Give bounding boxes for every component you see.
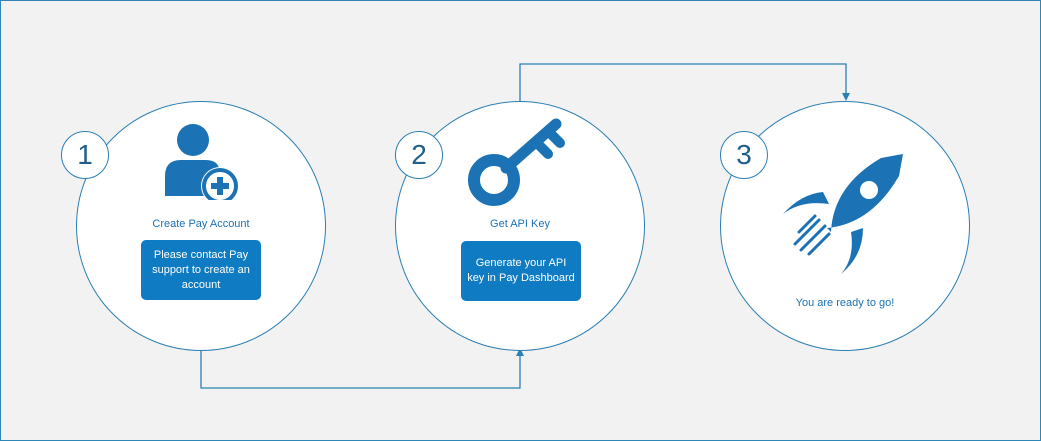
- step-2-description: Generate your API key in Pay Dashboard: [461, 241, 581, 301]
- step-3-badge: 3: [720, 131, 768, 179]
- step-2-badge: 2: [395, 131, 443, 179]
- step-1-circle: Create Pay Account Please contact Pay su…: [76, 101, 326, 351]
- step-3-title: You are ready to go!: [795, 297, 895, 309]
- step-2-circle: Get API Key Generate your API key in Pay…: [395, 101, 645, 351]
- add-user-icon: [165, 124, 239, 200]
- step-1-badge: 1: [61, 131, 109, 179]
- step-1-description: Please contact Pay support to create an …: [141, 240, 261, 300]
- rocket-icon: [783, 154, 903, 274]
- step-1-title: Create Pay Account: [152, 218, 250, 230]
- step-2-title: Get API Key: [490, 218, 550, 230]
- key-icon: [468, 118, 565, 206]
